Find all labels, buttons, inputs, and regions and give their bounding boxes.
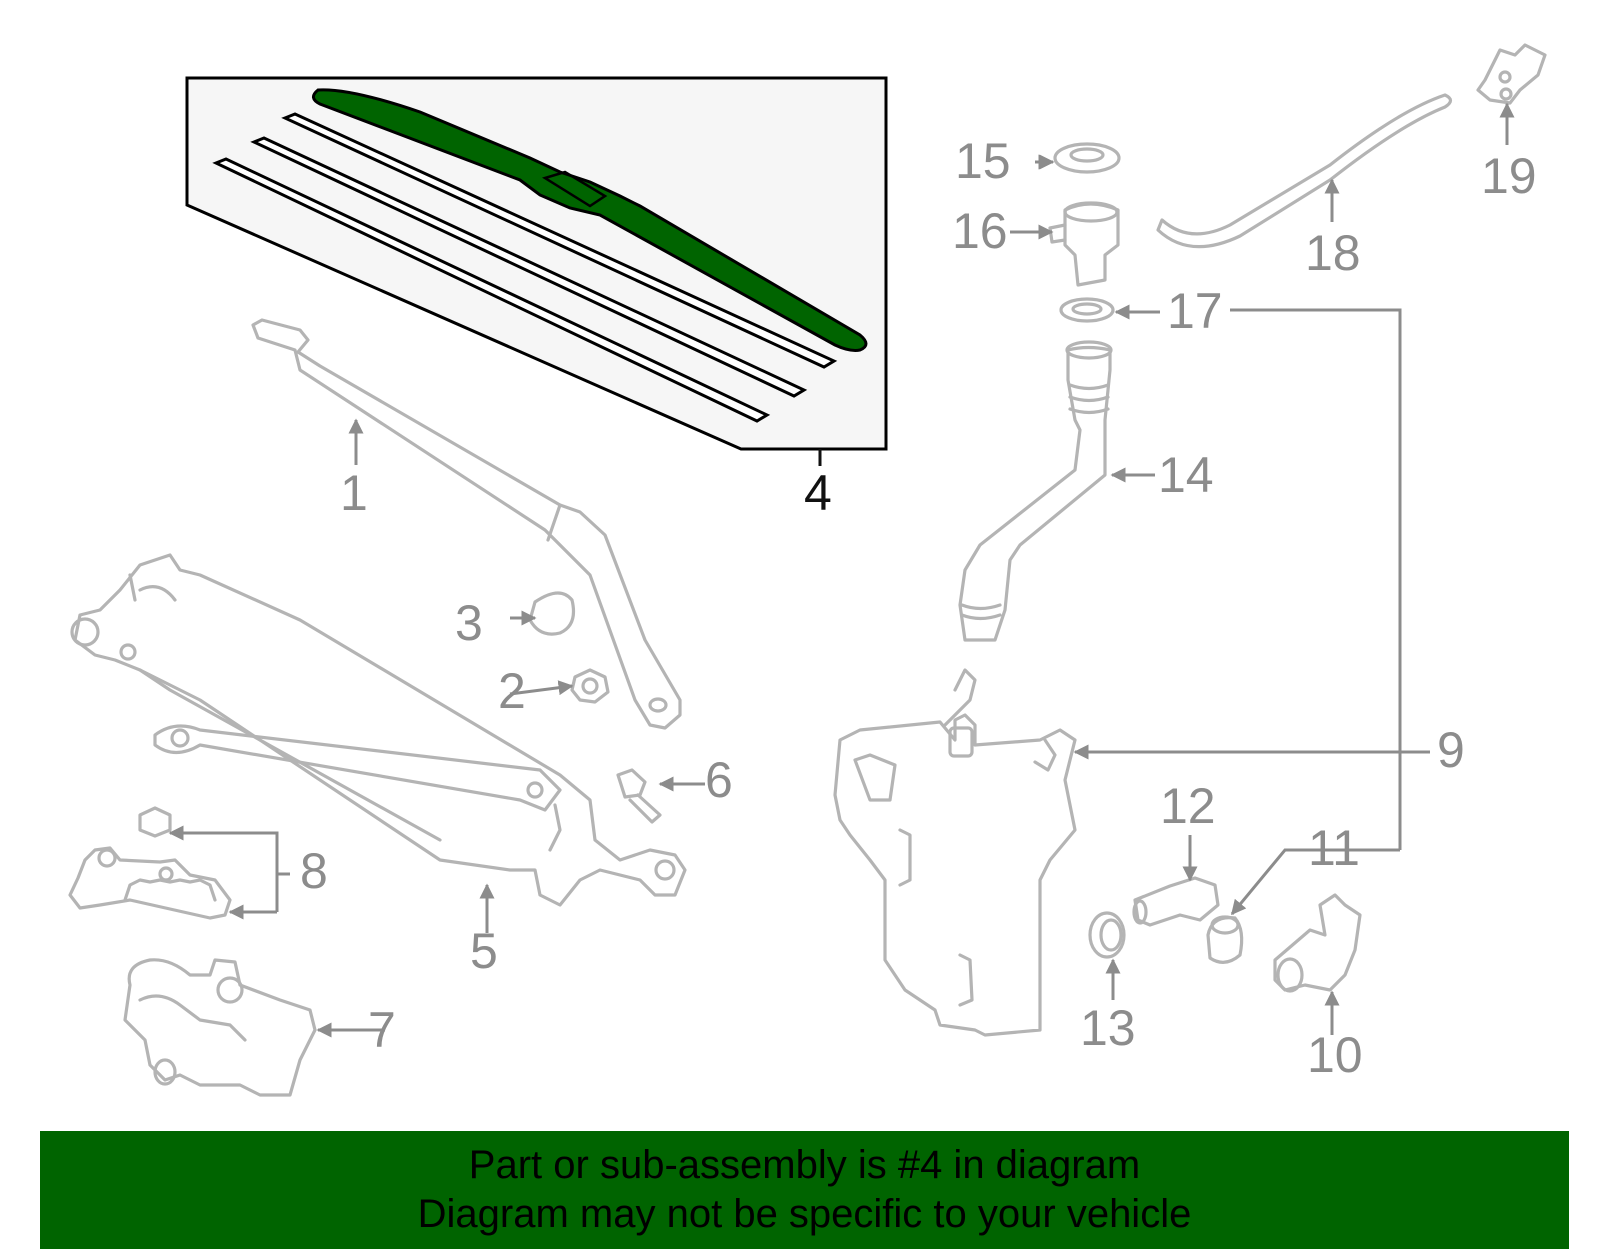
callout-11: 11 [1308, 820, 1360, 876]
wiper-refill-strip-3 [212, 157, 771, 423]
wiper-blade-highlighted[interactable] [312, 88, 868, 352]
bolt [616, 768, 662, 824]
pump-grommet [1088, 911, 1126, 959]
nut [570, 668, 610, 704]
washer-reservoir [833, 668, 1077, 1037]
callout-18: 18 [1305, 225, 1361, 281]
callout-1: 1 [340, 465, 368, 521]
cap-seal [1053, 142, 1121, 174]
level-sensor [1273, 893, 1362, 993]
callout-9: 9 [1437, 722, 1465, 778]
washer-hose [1156, 93, 1453, 249]
level-sensor-grommet [1206, 915, 1244, 964]
wiper-motor [123, 958, 317, 1097]
pivot-cap [528, 591, 576, 636]
callout-labels: 1 2 3 4 5 6 7 8 9 10 11 12 13 14 15 16 1… [300, 133, 1537, 1083]
callout-16: 16 [952, 203, 1008, 259]
info-banner: Part or sub-assembly is #4 in diagram Di… [40, 1131, 1569, 1249]
callout-19: 19 [1481, 148, 1537, 204]
callout-12: 12 [1160, 778, 1216, 834]
callout-7: 7 [368, 1002, 396, 1058]
callout-leaders [168, 102, 1515, 1038]
banner-line-1: Part or sub-assembly is #4 in diagram [468, 1143, 1141, 1187]
callout-2: 2 [498, 663, 526, 719]
callout-15: 15 [955, 133, 1011, 189]
callout-5: 5 [470, 923, 498, 979]
motor-bracket [68, 806, 232, 920]
wiper-refill-strip-2 [250, 136, 808, 398]
filler-cap [1048, 201, 1120, 287]
wiper-blade-inset [185, 76, 888, 466]
callout-13: 13 [1080, 1000, 1136, 1056]
o-ring [1059, 297, 1115, 323]
wiper-linkage [70, 553, 687, 907]
callout-4: 4 [804, 465, 832, 521]
callout-10: 10 [1307, 1027, 1363, 1083]
filler-neck-hose [958, 340, 1113, 642]
wiper-arm [251, 318, 682, 730]
hose-connector [1476, 43, 1547, 105]
wiper-refill-strip-1 [281, 112, 838, 369]
callout-17: 17 [1167, 283, 1223, 339]
callout-3: 3 [455, 595, 483, 651]
callout-6: 6 [705, 752, 733, 808]
callout-8: 8 [300, 843, 328, 899]
callout-14: 14 [1158, 447, 1214, 503]
banner-line-2: Diagram may not be specific to your vehi… [417, 1192, 1192, 1236]
washer-pump [1132, 876, 1220, 927]
